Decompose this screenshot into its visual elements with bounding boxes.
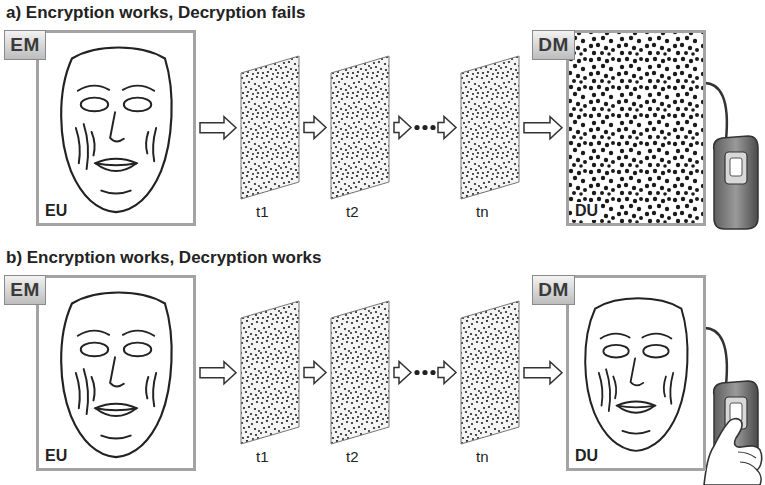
- user-label: DU: [573, 202, 600, 220]
- noise-layer: t2: [330, 300, 390, 445]
- block-arrow: [394, 362, 411, 384]
- block-arrow: [200, 117, 236, 139]
- layer-label: t2: [346, 203, 359, 220]
- layer-label: tn: [476, 203, 489, 220]
- module-label: EM: [10, 34, 40, 56]
- noise-layer-outline: [331, 56, 389, 199]
- noise-layer-shape: [460, 55, 520, 200]
- module-tag: EM: [4, 30, 46, 60]
- layer-label: t1: [256, 203, 269, 220]
- noise-layer-shape: [460, 300, 520, 445]
- layer-label: t2: [346, 448, 359, 465]
- module-tag: DM: [532, 275, 575, 305]
- ellipsis-dot: [422, 370, 427, 375]
- block-arrow: [304, 117, 326, 139]
- flow-arrow: [200, 117, 236, 139]
- noise-layer-shape: [240, 55, 300, 200]
- block-arrow: [438, 362, 456, 384]
- module-tag: EM: [4, 275, 46, 305]
- flow-arrow: [304, 362, 326, 384]
- module-label: EM: [10, 279, 40, 301]
- ellipsis-dot: [414, 125, 419, 130]
- user-frame: DU: [566, 30, 706, 226]
- user-label: EU: [43, 447, 69, 465]
- flow-arrow: [394, 117, 456, 139]
- module-label: DM: [538, 34, 569, 56]
- ellipsis-dot: [422, 125, 427, 130]
- noise-layer: tn: [460, 300, 520, 445]
- block-arrow: [200, 362, 236, 384]
- noise-layer: t1: [240, 55, 300, 200]
- block-arrow: [524, 362, 562, 384]
- module-tag: DM: [532, 30, 575, 60]
- user-label: EU: [43, 202, 69, 220]
- ellipsis-dot: [430, 370, 435, 375]
- noise-layer-outline: [241, 56, 299, 199]
- noise-layer-outline: [241, 301, 299, 444]
- flow-arrow: [524, 117, 562, 139]
- noise-layer-shape: [330, 300, 390, 445]
- user-frame: EU: [36, 275, 196, 471]
- noise-layer-outline: [461, 301, 519, 444]
- flow-arrow: [200, 362, 236, 384]
- panel-heading: b) Encryption works, Decryption works: [6, 248, 322, 268]
- block-arrow: [438, 117, 456, 139]
- layer-label: tn: [476, 448, 489, 465]
- noise-layer: t2: [330, 55, 390, 200]
- ellipsis-dot: [430, 125, 435, 130]
- panel-heading: a) Encryption works, Decryption fails: [6, 3, 305, 23]
- layer-label: t1: [256, 448, 269, 465]
- flow-arrow: [394, 362, 456, 384]
- noise-layer: t1: [240, 300, 300, 445]
- noise-layer-outline: [461, 56, 519, 199]
- noise-layer: tn: [460, 55, 520, 200]
- user-frame: EU: [36, 30, 196, 226]
- block-arrow: [304, 362, 326, 384]
- block-arrow: [394, 117, 411, 139]
- noise-layer-shape: [240, 300, 300, 445]
- noise-layer-shape: [330, 55, 390, 200]
- block-arrow: [524, 117, 562, 139]
- noise-layer-outline: [331, 301, 389, 444]
- ellipsis-dot: [414, 370, 419, 375]
- module-label: DM: [538, 279, 569, 301]
- user-frame: DU: [566, 275, 706, 471]
- flow-arrow: [304, 117, 326, 139]
- flow-arrow: [524, 362, 562, 384]
- user-label: DU: [573, 447, 600, 465]
